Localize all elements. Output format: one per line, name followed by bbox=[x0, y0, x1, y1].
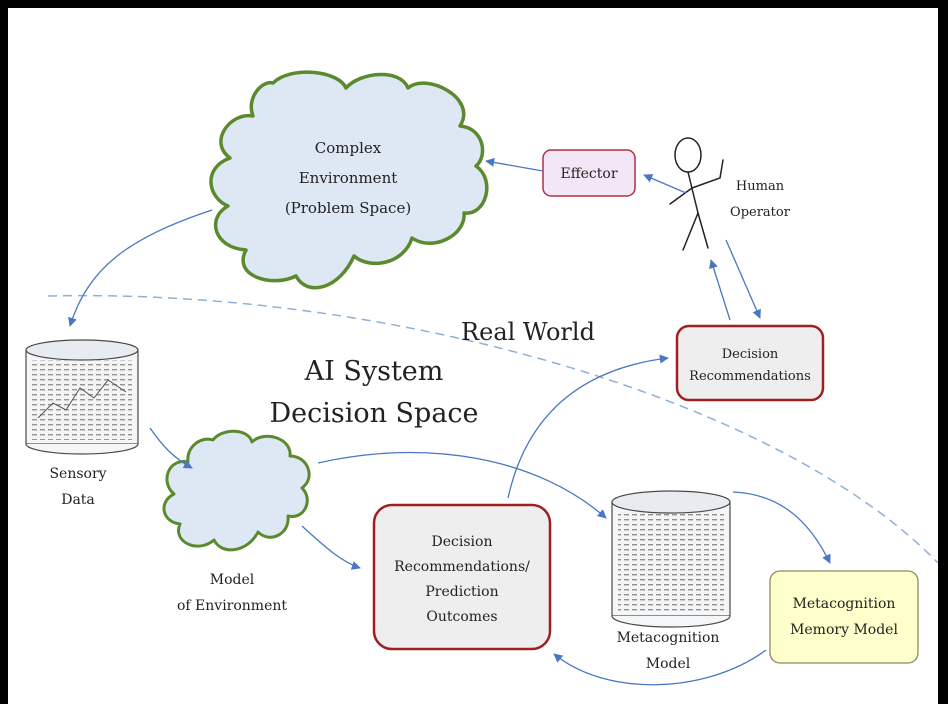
sensory-data-label-2: Data bbox=[61, 492, 95, 508]
decision-prediction-label-1: Decision bbox=[432, 534, 493, 550]
metacognition-memory-label-1: Metacognition bbox=[793, 596, 896, 612]
complex-environment-label-2: Environment bbox=[299, 169, 398, 187]
real-world-label: Real World bbox=[461, 318, 595, 346]
decision-recommendations-box: Decision Recommendations bbox=[675, 324, 825, 402]
arrow-model-to-metacognition bbox=[317, 451, 607, 519]
arrow-decision-to-operator bbox=[709, 259, 731, 321]
human-operator-label-1: Human bbox=[736, 179, 785, 194]
sensory-data-label-1: Sensory bbox=[49, 466, 106, 482]
decision-prediction-label-3: Prediction bbox=[425, 584, 498, 600]
effector-label: Effector bbox=[560, 166, 617, 182]
effector-box: Effector bbox=[542, 149, 636, 197]
decision-recommendations-label-1: Decision bbox=[722, 347, 779, 362]
metacognition-memory-label-2: Memory Model bbox=[790, 622, 898, 638]
decision-recommendations-label-2: Recommendations bbox=[689, 369, 811, 384]
ai-system-label-2: Decision Space bbox=[269, 398, 478, 429]
metacognition-model-cylinder bbox=[611, 490, 731, 628]
ai-system-label-1: AI System bbox=[304, 356, 444, 387]
decision-prediction-label-2: Recommendations/ bbox=[394, 559, 530, 575]
human-operator-figure bbox=[669, 137, 724, 251]
arrow-environment-to-sensory bbox=[68, 209, 213, 327]
complex-environment-label-3: (Problem Space) bbox=[285, 199, 411, 217]
model-of-environment-label-2: of Environment bbox=[177, 598, 287, 614]
arrow-effector-to-environment bbox=[485, 157, 544, 172]
arrow-model-to-decision-prediction bbox=[301, 525, 361, 570]
complex-environment-label-1: Complex bbox=[315, 139, 382, 157]
arrow-prediction-to-decision-top bbox=[507, 354, 669, 499]
arrow-memory-to-decision-prediction bbox=[553, 649, 767, 686]
arrow-sensory-to-model bbox=[149, 427, 193, 469]
arrow-operator-to-effector bbox=[643, 174, 687, 194]
metacognition-model-label-2: Model bbox=[646, 656, 691, 672]
model-of-environment-cloud bbox=[162, 429, 311, 552]
arrow-operator-to-decision bbox=[725, 239, 761, 319]
boundary-dashed-line bbox=[47, 294, 938, 564]
complex-environment-cloud: Complex Environment (Problem Space) bbox=[209, 70, 489, 290]
metacognition-model-label-1: Metacognition bbox=[617, 630, 720, 646]
human-operator-label-2: Operator bbox=[730, 205, 791, 220]
arrow-metacognition-to-memory bbox=[732, 491, 831, 564]
decision-prediction-box: Decision Recommendations/ Prediction Out… bbox=[372, 503, 552, 651]
model-of-environment-label-1: Model bbox=[210, 572, 255, 588]
sensory-data-cylinder bbox=[25, 339, 139, 455]
diagram-canvas: Complex Environment (Problem Space) Effe… bbox=[8, 8, 938, 704]
decision-prediction-label-4: Outcomes bbox=[426, 609, 497, 625]
metacognition-memory-model-box: Metacognition Memory Model bbox=[769, 570, 919, 664]
